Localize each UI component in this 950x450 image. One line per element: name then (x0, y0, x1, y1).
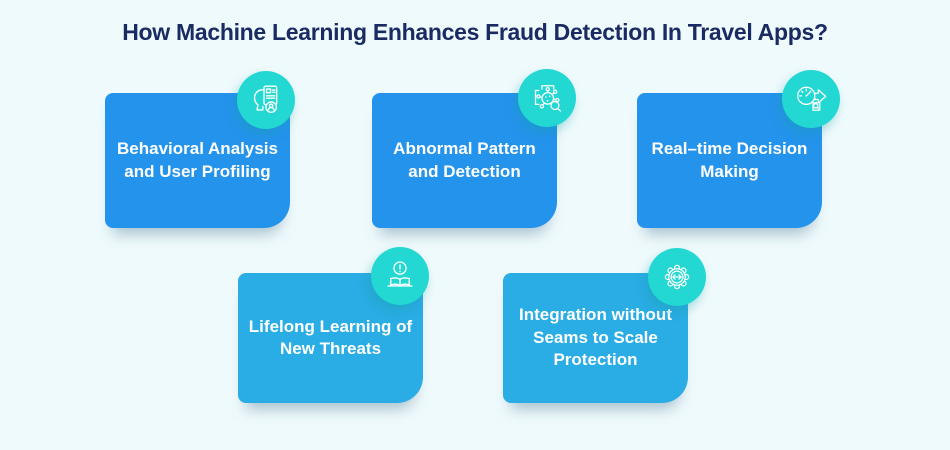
page-title: How Machine Learning Enhances Fraud Dete… (122, 19, 828, 45)
user-profiling-icon (237, 71, 295, 129)
integration-gear-icon (648, 248, 706, 306)
card-label: Abnormal Pattern and Detection (393, 139, 536, 181)
card-label: Integration without Seams to Scale Prote… (519, 305, 672, 370)
card-label: Lifelong Learning of New Threats (248, 316, 413, 358)
realtime-gauge-arrow-icon (782, 70, 840, 128)
card-label: Real–time Decision Making (651, 139, 808, 181)
card-label: Behavioral Analysis and User Profiling (117, 139, 278, 181)
anomaly-detection-icon (518, 69, 576, 127)
learning-book-alert-icon (371, 247, 429, 305)
